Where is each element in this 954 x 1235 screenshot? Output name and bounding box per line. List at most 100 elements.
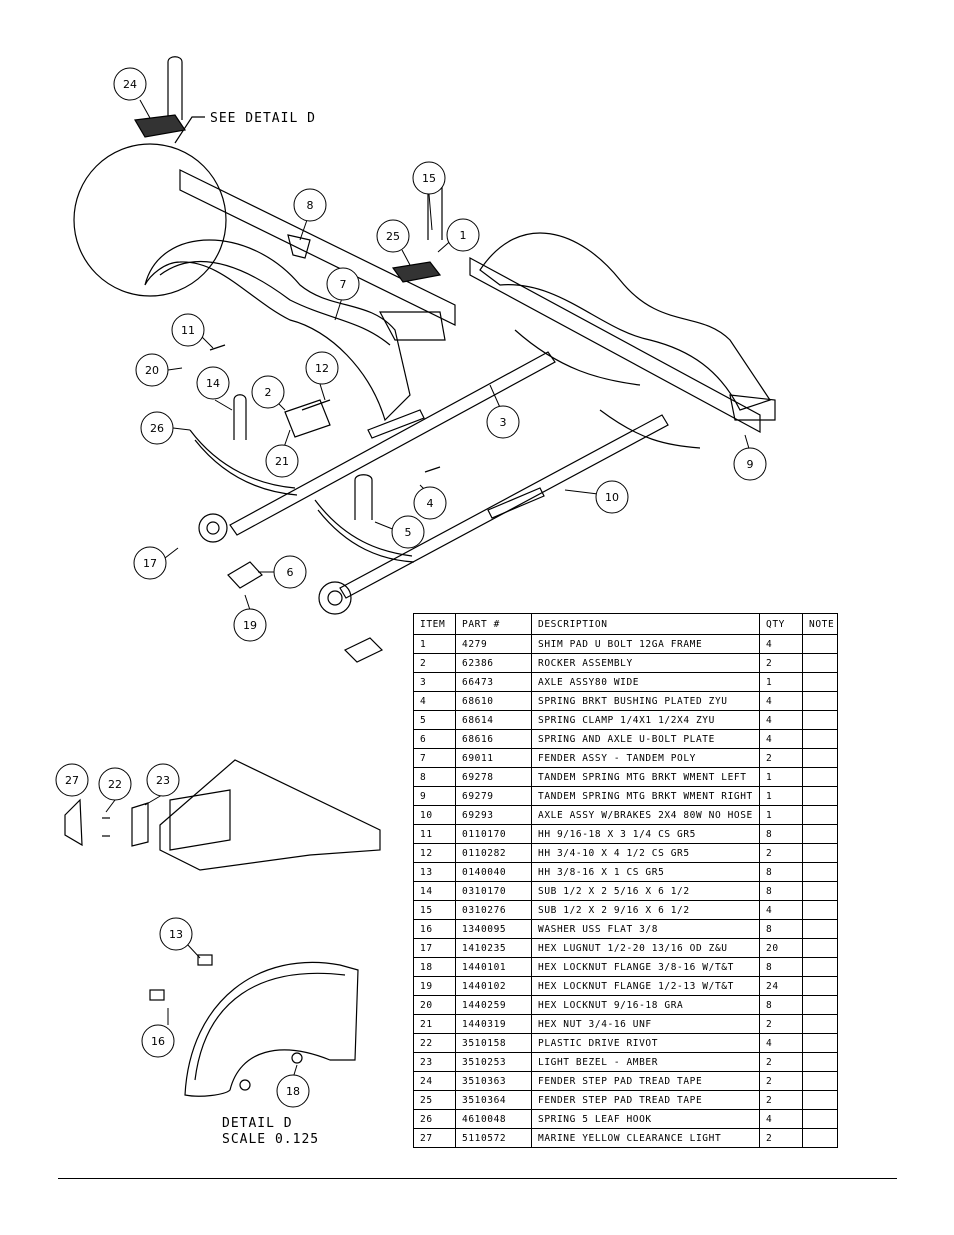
svg-text:16: 16 — [151, 1035, 165, 1048]
cell-qty: 8 — [759, 957, 803, 977]
callout-13: 13 — [159, 917, 193, 951]
see-detail-leader — [174, 116, 205, 144]
detail-title: DETAIL D — [222, 1116, 293, 1131]
cell-item: 5 — [413, 710, 456, 730]
cell-description: HEX LOCKNUT 9/16-18 GRA — [531, 995, 760, 1015]
cell-note — [802, 1014, 838, 1034]
svg-text:18: 18 — [286, 1085, 300, 1098]
cell-note — [802, 1071, 838, 1091]
callout-22: 22 — [98, 767, 132, 801]
svg-text:19: 19 — [243, 619, 257, 632]
col-header-item: ITEM — [413, 613, 456, 635]
cell-item: 10 — [413, 805, 456, 825]
cell-note — [802, 843, 838, 863]
cell-description: AXLE ASSY80 WIDE — [531, 672, 760, 692]
table-header-row: ITEM PART # DESCRIPTION QTY NOTE — [413, 613, 838, 635]
cell-description: LIGHT BEZEL - AMBER — [531, 1052, 760, 1072]
cell-qty: 8 — [759, 862, 803, 882]
callout-2: 2 — [251, 375, 285, 409]
cell-description: SPRING CLAMP 1/4X1 1/2X4 ZYU — [531, 710, 760, 730]
cell-description: SPRING AND AXLE U-BOLT PLATE — [531, 729, 760, 749]
left-front-spring — [189, 429, 296, 489]
cell-qty: 2 — [759, 653, 803, 673]
cell-description: HH 9/16-18 X 3 1/4 CS GR5 — [531, 824, 760, 844]
cell-qty: 4 — [759, 710, 803, 730]
cell-item: 18 — [413, 957, 456, 977]
cell-note — [802, 824, 838, 844]
cell-qty: 2 — [759, 1090, 803, 1110]
callout-12: 12 — [305, 351, 339, 385]
cell-qty: 4 — [759, 691, 803, 711]
cell-part: 69278 — [455, 767, 532, 787]
cell-item: 21 — [413, 1014, 456, 1034]
cell-item: 25 — [413, 1090, 456, 1110]
cell-item: 12 — [413, 843, 456, 863]
cell-qty: 2 — [759, 1052, 803, 1072]
callout-24: 24 — [113, 67, 147, 101]
see-detail-note: SEE DETAIL D — [210, 111, 316, 126]
callout-20: 20 — [135, 353, 169, 387]
cell-qty: 4 — [759, 1033, 803, 1053]
cell-qty: 4 — [759, 900, 803, 920]
cell-part: 0110282 — [455, 843, 532, 863]
svg-text:1: 1 — [460, 229, 467, 242]
svg-text:27: 27 — [65, 774, 79, 787]
cell-description: TANDEM SPRING MTG BRKT WMENT RIGHT — [531, 786, 760, 806]
bolt-4 — [424, 466, 441, 473]
col-header-description: DESCRIPTION — [531, 613, 760, 635]
cell-item: 13 — [413, 862, 456, 882]
cell-item: 9 — [413, 786, 456, 806]
col-header-note: NOTE — [802, 613, 838, 635]
cell-part: 66473 — [455, 672, 532, 692]
cell-description: WASHER USS FLAT 3/8 — [531, 919, 760, 939]
cell-description: FENDER STEP PAD TREAD TAPE — [531, 1071, 760, 1091]
cell-description: MARINE YELLOW CLEARANCE LIGHT — [531, 1128, 760, 1148]
light-bezel-detail — [131, 802, 149, 847]
cell-note — [802, 862, 838, 882]
left-hub-front — [198, 513, 228, 543]
rocker-plate — [284, 399, 331, 438]
cell-qty: 8 — [759, 881, 803, 901]
cell-description: SPRING 5 LEAF HOOK — [531, 1109, 760, 1129]
cell-note — [802, 672, 838, 692]
svg-text:2: 2 — [265, 386, 272, 399]
cell-part: 1440319 — [455, 1014, 532, 1034]
left-mounting-bracket — [179, 169, 456, 326]
bolt-13-detail — [197, 954, 213, 966]
cell-qty: 8 — [759, 919, 803, 939]
cell-part: 0140040 — [455, 862, 532, 882]
cell-part: 62386 — [455, 653, 532, 673]
cell-item: 2 — [413, 653, 456, 673]
svg-text:10: 10 — [605, 491, 619, 504]
cell-qty: 2 — [759, 1071, 803, 1091]
cell-qty: 4 — [759, 729, 803, 749]
svg-text:20: 20 — [145, 364, 159, 377]
cell-part: 0110170 — [455, 824, 532, 844]
cell-item: 24 — [413, 1071, 456, 1091]
axle-3 — [229, 351, 556, 536]
cell-description: ROCKER ASSEMBLY — [531, 653, 760, 673]
cell-item: 7 — [413, 748, 456, 768]
cell-description: SHIM PAD U BOLT 12GA FRAME — [531, 634, 760, 654]
cell-qty: 1 — [759, 767, 803, 787]
cell-part: 69279 — [455, 786, 532, 806]
svg-text:5: 5 — [405, 526, 412, 539]
cell-qty: 8 — [759, 995, 803, 1015]
callout-3: 3 — [486, 405, 520, 439]
callout-18: 18 — [276, 1074, 310, 1108]
plate-rear — [343, 637, 384, 663]
callout-10: 10 — [595, 480, 629, 514]
callout-21: 21 — [265, 444, 299, 478]
cell-item: 22 — [413, 1033, 456, 1053]
